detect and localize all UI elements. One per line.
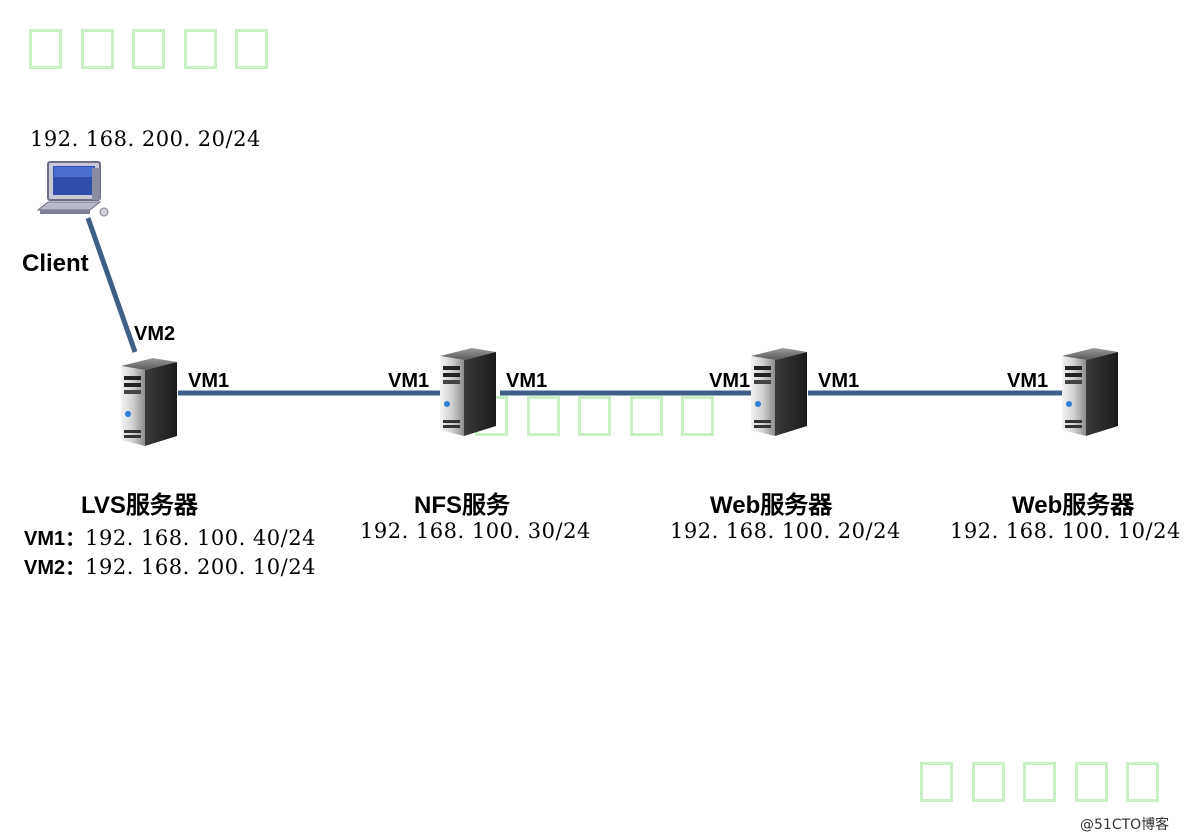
web1-server-icon [751,348,807,436]
nfs-port-right: VM1 [506,370,548,392]
nfs-label: NFS服务 [414,492,510,519]
client-label: Client [22,250,89,277]
web2-label: Web服务器 [1012,492,1135,519]
lvs-label: LVS服务器 [81,492,198,519]
web1-port-left: VM1 [709,370,751,392]
link-client-lvs [85,217,138,353]
web1-label: Web服务器 [710,492,833,519]
lvs-ip-line-1: VM1：192. 168. 100. 40/24 [24,522,316,551]
client-ip: 192. 168. 200. 20/24 [30,127,261,151]
nfs-server-icon [440,348,496,436]
nfs-ip: 192. 168. 100. 30/24 [360,519,591,543]
lvs-ip-1: 192. 168. 100. 40/24 [85,526,316,550]
web1-ip: 192. 168. 100. 20/24 [670,519,901,543]
lvs-iface-1: VM1： [24,528,86,550]
client-computer-icon [36,161,109,217]
web2-ip: 192. 168. 100. 10/24 [950,519,1181,543]
web2-port-left: VM1 [1007,370,1049,392]
lvs-ip-line-2: VM2：192. 168. 200. 10/24 [24,551,316,580]
lvs-port-right: VM1 [188,370,230,392]
nfs-port-left: VM1 [388,370,430,392]
lvs-server-icon [121,358,177,446]
credit-text: @51CTO博客 [1080,817,1170,833]
web2-server-icon [1062,348,1118,436]
lvs-ip-2: 192. 168. 200. 10/24 [85,555,316,579]
lvs-iface-2: VM2： [24,557,86,579]
client-lvs-port-label: VM2 [134,323,176,345]
web1-port-right: VM1 [818,370,860,392]
